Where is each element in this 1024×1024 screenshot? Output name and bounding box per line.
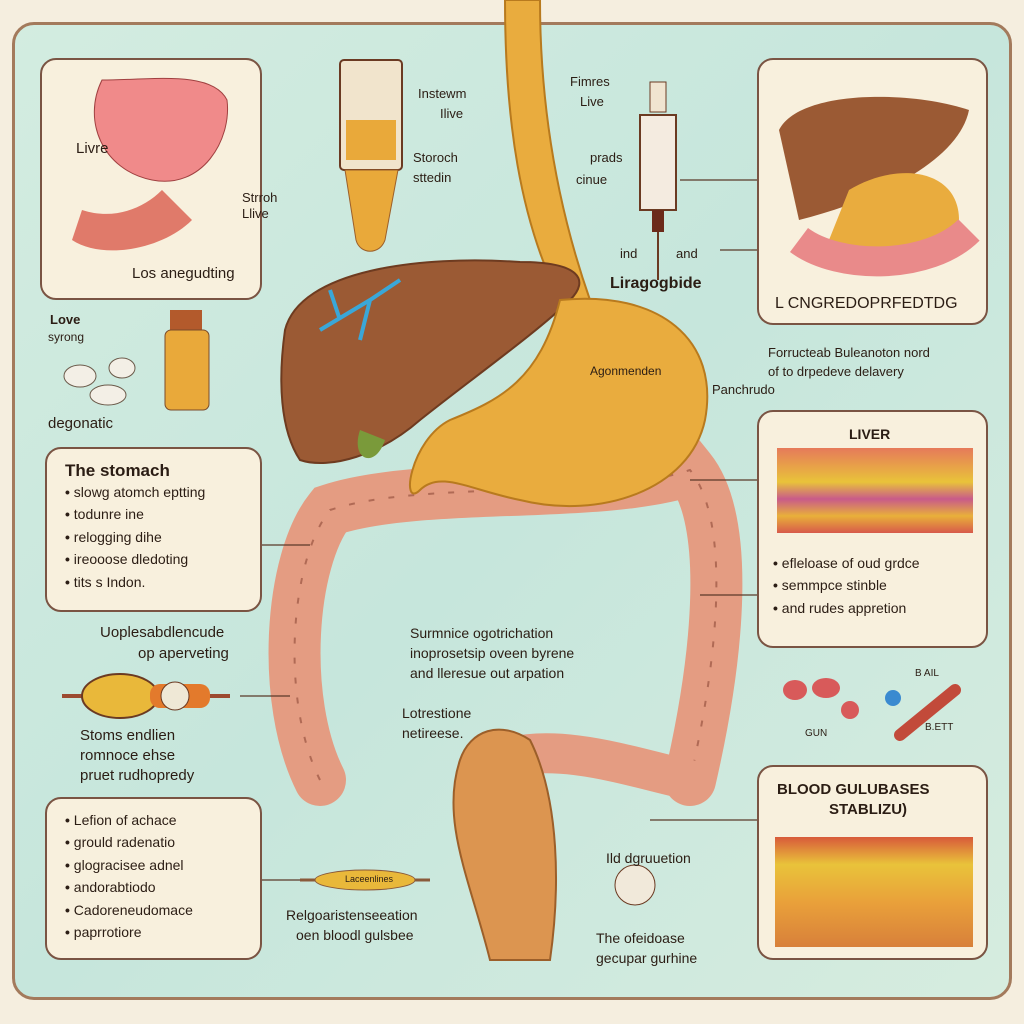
blood-sugar-effects-box: Lefion of achace grould radenatio glogra… — [45, 797, 262, 960]
tissue-illustration — [775, 837, 973, 947]
list-item: semmpce stinble — [773, 574, 920, 596]
gallbladder — [357, 430, 385, 459]
label: Strroh Llive — [242, 190, 278, 222]
medicine-bottle-icon — [164, 310, 210, 411]
list-item: andorabtiodo — [65, 876, 242, 898]
list-item: tits s Indon. — [65, 571, 242, 593]
caption: L CNGREDOPRFEDTDG — [775, 295, 958, 312]
esophagus — [503, 0, 592, 301]
stomach-detail-illustration — [72, 77, 229, 251]
box-title: BLOOD GULUBASES — [777, 781, 930, 798]
capsule-device-icon — [62, 673, 230, 719]
tube-device-icon — [300, 869, 430, 891]
digestive-organs-illustration — [779, 96, 980, 277]
note: Uoplesabdlencude — [100, 624, 225, 641]
right-pills-icon — [783, 678, 901, 719]
list-item: paprrotiore — [65, 921, 242, 943]
note: Stoms endlien — [80, 727, 176, 744]
list-item: todunre ine — [65, 503, 242, 525]
digestive-organs-box: L CNGREDOPRFEDTDG — [757, 58, 988, 325]
note: Ild dgruuetion — [606, 850, 691, 866]
label: ind — [620, 246, 638, 261]
label: Storoch — [413, 150, 458, 165]
magnifier-icon — [614, 864, 656, 906]
label: degonatic — [48, 415, 114, 432]
stomach-illustration — [409, 297, 709, 508]
box-title: LIVER — [849, 426, 891, 442]
note: romnoce ehse — [80, 747, 176, 764]
note: pruet rudhopredy — [80, 767, 195, 784]
thermometer-icon — [894, 684, 961, 741]
label: Live — [580, 94, 604, 109]
stomach-label: Agonmenden — [590, 364, 662, 378]
list-item: efleloase of oud grdce — [773, 552, 920, 574]
list-item: glogracisee adnel — [65, 854, 242, 876]
connector-lines — [240, 179, 757, 881]
list-item: ireooose dledoting — [65, 548, 242, 570]
syringe-icon — [639, 81, 677, 280]
note: Panchrudo — [712, 382, 775, 397]
note: The ofeidoase — [596, 930, 685, 946]
tissue-illustration — [777, 448, 973, 533]
label: Ilive — [440, 106, 464, 121]
list-item: Cadoreneudomace — [65, 899, 242, 921]
list-item: and rudes appretion — [773, 597, 920, 619]
label: B.ETT — [925, 722, 954, 733]
pills-icon — [63, 357, 136, 406]
note: oen bloodl gulsbee — [296, 927, 414, 943]
liver-vessels — [318, 278, 402, 341]
box-subtitle: STABLIZU) — [829, 801, 908, 818]
label: syrong — [48, 330, 85, 344]
note: netireese. — [402, 725, 464, 741]
label: GUN — [805, 728, 828, 739]
label: Fimres — [570, 74, 610, 89]
label: Instewm — [418, 86, 467, 101]
list-item: relogging dihe — [65, 526, 242, 548]
note: Surmnice ogotrichation — [410, 625, 554, 641]
note: op aperveting — [138, 645, 229, 662]
label: B AIL — [915, 668, 939, 679]
label: and — [676, 246, 698, 261]
caption: Los anegudting — [132, 265, 235, 282]
label: Laceenlines — [345, 874, 394, 884]
label: prads — [590, 150, 623, 165]
note: gecupar gurhine — [596, 950, 698, 966]
note: and lleresue out arpation — [410, 665, 565, 681]
injector-device-icon — [339, 59, 403, 252]
list-item: Lefion of achace — [65, 809, 242, 831]
drug-name-label: Liragogbide — [610, 275, 702, 292]
label: cinue — [576, 172, 608, 187]
blood-glucose-box: BLOOD GULUBASES STABLIZU) — [757, 765, 988, 960]
label: sttedin — [413, 170, 452, 185]
list-item: grould radenatio — [65, 831, 242, 853]
note: of to drpedeve delavery — [768, 364, 904, 379]
liver-illustration — [280, 259, 581, 464]
note: Forructeab Buleanoton nord — [768, 345, 930, 360]
liver-box: LIVER efleloase of oud grdce semmpce sti… — [757, 410, 988, 648]
rectum-illustration — [452, 728, 557, 961]
note: Lotrestione — [402, 705, 472, 721]
note: Relgoaristenseeation — [286, 907, 418, 923]
label: Love — [50, 312, 81, 327]
stomach-effects-box: The stomach slowg atomch eptting todunre… — [45, 447, 262, 612]
box-title: The stomach — [65, 461, 170, 480]
list-item: slowg atomch eptting — [65, 481, 242, 503]
note: inoprosetsip oveen byrene — [410, 645, 575, 661]
label: Livre — [76, 140, 109, 157]
stomach-detail-box: Livre Strroh Llive Los anegudting — [40, 58, 277, 300]
